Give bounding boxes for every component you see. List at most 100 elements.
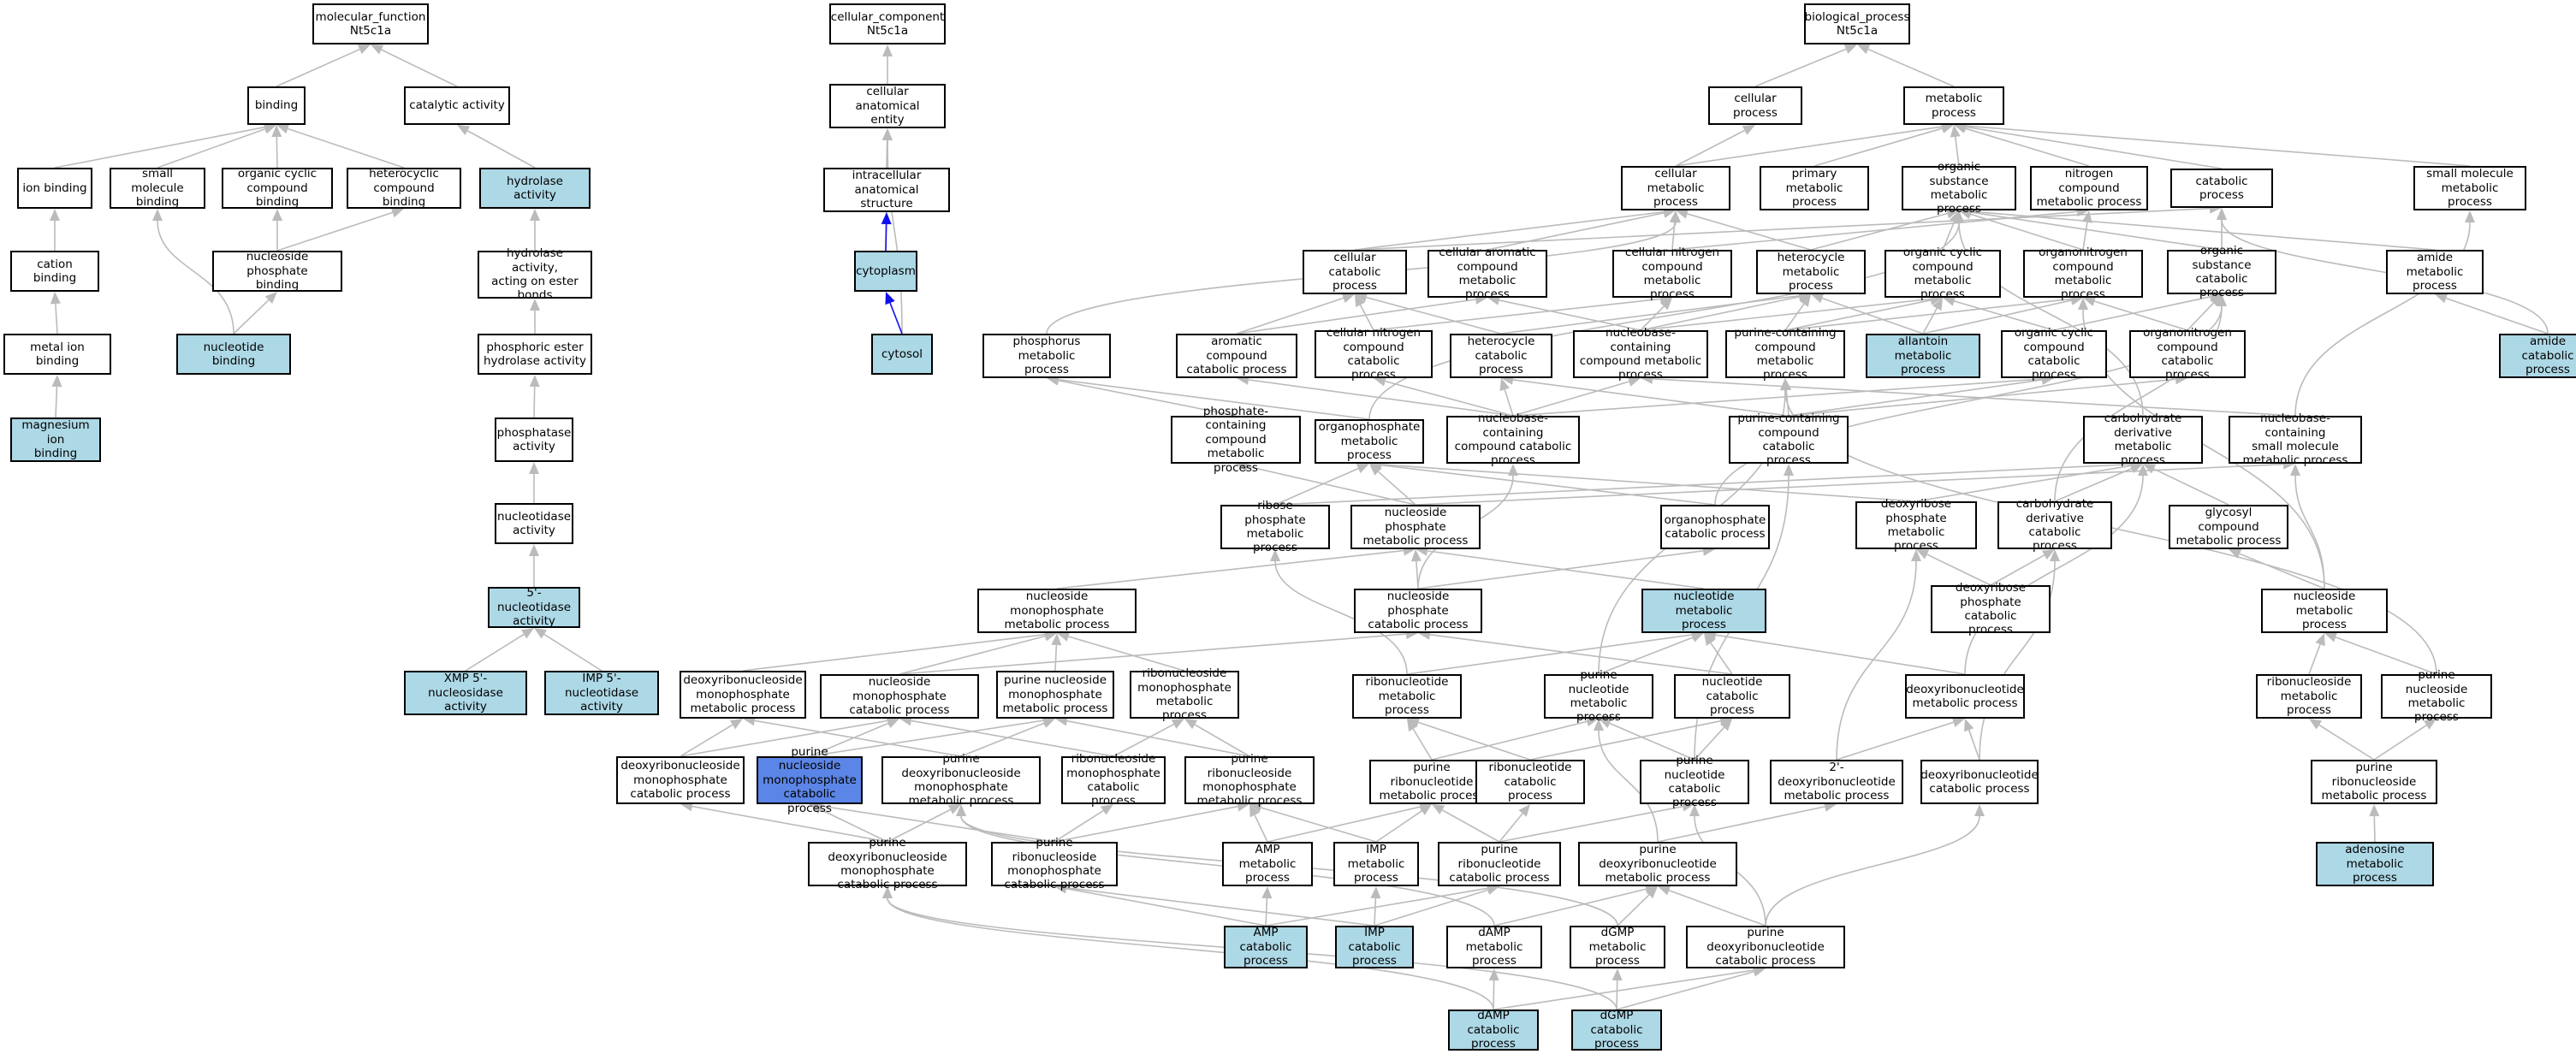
node-nucleoside-monophosphate-catabolic-process[interactable]: nucleoside monophosphate catabolic proce… [820, 674, 979, 719]
node-glycosyl-compound-metabolic-process[interactable]: glycosyl compound metabolic process [2169, 505, 2288, 549]
node-catalytic-activity[interactable]: catalytic activity [404, 86, 510, 125]
node-nucleobase-containing-small-molecule-metabolic-process[interactable]: nucleobase-containing small molecule met… [2229, 412, 2362, 467]
node-cellular-nitrogen-compound-catabolic-process[interactable]: cellular nitrogen compound catabolic pro… [1315, 326, 1433, 382]
node-ribonucleoside-monophosphate-metabolic-process[interactable]: ribonucleoside monophosphate metabolic p… [1130, 666, 1239, 722]
node-small-molecule-binding[interactable]: small molecule binding [110, 167, 205, 209]
node-magnesium-ion-binding[interactable]: magnesium ion binding [10, 417, 101, 462]
node-cellular-metabolic-process[interactable]: cellular metabolic process [1621, 166, 1730, 210]
node-phosphate-containing-compound-metabolic-process[interactable]: phosphate-containing compound metabolic … [1171, 405, 1301, 475]
node-cellular-nitrogen-compound-metabolic-process[interactable]: cellular nitrogen compound metabolic pro… [1612, 246, 1732, 301]
node-ribonucleoside-monophosphate-catabolic-process[interactable]: ribonucleoside monophosphate catabolic p… [1061, 752, 1166, 808]
node-cation-binding[interactable]: cation binding [10, 251, 99, 292]
node-purine-nucleoside-monophosphate-metabolic-process[interactable]: purine nucleoside monophosphate metaboli… [996, 671, 1114, 719]
node-aromatic-compound-catabolic-process[interactable]: aromatic compound catabolic process [1176, 334, 1297, 378]
node-metabolic-process[interactable]: metabolic process [1903, 86, 2004, 125]
node-carbohydrate-derivative-catabolic-process[interactable]: carbohydrate derivative catabolic proces… [1997, 497, 2112, 553]
node-purine-containing-compound-metabolic-process[interactable]: purine-containing compound metabolic pro… [1725, 326, 1845, 382]
node-imp-5-nucleotidase-activity[interactable]: IMP 5'-nucleotidase activity [544, 671, 659, 715]
node-amide-catabolic-process[interactable]: amide catabolic process [2499, 334, 2576, 378]
node-imp-metabolic-process[interactable]: IMP metabolic process [1333, 842, 1419, 886]
node-organic-substance-catabolic-process[interactable]: organic substance catabolic process [2167, 244, 2276, 299]
node-ribonucleoside-metabolic-process[interactable]: ribonucleoside metabolic process [2256, 674, 2362, 719]
node-phosphatase-activity[interactable]: phosphatase activity [495, 417, 573, 462]
node-organic-substance-metabolic-process[interactable]: organic substance metabolic process [1902, 160, 2016, 216]
node-deoxyribonucleoside-monophosphate-catabolic-process[interactable]: deoxyribonucleoside monophosphate catabo… [616, 756, 745, 804]
node-cytoplasm[interactable]: cytoplasm [854, 251, 917, 292]
node-nucleoside-phosphate-binding[interactable]: nucleoside phosphate binding [212, 250, 342, 292]
node-cytosol[interactable]: cytosol [871, 334, 933, 375]
node-deoxyribonucleotide-metabolic-process[interactable]: deoxyribonucleotide metabolic process [1905, 674, 2025, 719]
node-adenosine-metabolic-process[interactable]: adenosine metabolic process [2316, 842, 2434, 886]
node-purine-nucleotide-catabolic-process[interactable]: purine nucleotide catabolic process [1640, 754, 1749, 809]
node-nucleobase-containing-compound-catabolic-process[interactable]: nucleobase-containing compound catabolic… [1446, 412, 1580, 467]
node-organic-cyclic-compound-metabolic-process[interactable]: organic cyclic compound metabolic proces… [1885, 246, 2001, 301]
node-deoxyribonucleotide-catabolic-process[interactable]: deoxyribonucleotide catabolic process [1920, 760, 2039, 804]
node-purine-ribonucleotide-catabolic-process[interactable]: purine ribonucleotide catabolic process [1438, 842, 1561, 886]
node-imp-catabolic-process[interactable]: IMP catabolic process [1335, 926, 1414, 968]
node-purine-nucleotide-metabolic-process[interactable]: purine nucleotide metabolic process [1544, 668, 1653, 724]
node-organophosphate-metabolic-process[interactable]: organophosphate metabolic process [1315, 419, 1424, 464]
node-cellular-process[interactable]: cellular process [1708, 86, 1802, 125]
node-xmp-5-nucleosidase-activity[interactable]: XMP 5'-nucleosidase activity [404, 671, 527, 715]
node-ribonucleotide-metabolic-process[interactable]: ribonucleotide metabolic process [1352, 674, 1462, 719]
node-nucleobase-containing-compound-metabolic-process[interactable]: nucleobase-containing compound metabolic… [1573, 326, 1708, 382]
node-nucleoside-phosphate-metabolic-process[interactable]: nucleoside phosphate metabolic process [1350, 505, 1481, 549]
node-amp-catabolic-process[interactable]: AMP catabolic process [1224, 926, 1308, 968]
node-nucleoside-monophosphate-metabolic-process[interactable]: nucleoside monophosphate metabolic proce… [977, 589, 1137, 633]
node-2-deoxyribonucleotide-metabolic-process[interactable]: 2'-deoxyribonucleotide metabolic process [1770, 760, 1903, 804]
node-metal-ion-binding[interactable]: metal ion binding [3, 334, 111, 375]
node-deoxyribose-phosphate-catabolic-process[interactable]: deoxyribose phosphate catabolic process [1931, 581, 2051, 637]
node-purine-nucleoside-monophosphate-catabolic-process[interactable]: purine nucleoside monophosphate cataboli… [757, 745, 863, 815]
node-purine-ribonucleoside-metabolic-process[interactable]: purine ribonucleoside metabolic process [2311, 760, 2437, 804]
node-nucleotide-binding[interactable]: nucleotide binding [176, 334, 291, 375]
node-purine-ribonucleotide-metabolic-process[interactable]: purine ribonucleotide metabolic process [1369, 760, 1494, 804]
node-phosphorus-metabolic-process[interactable]: phosphorus metabolic process [982, 334, 1111, 378]
node-dgmp-catabolic-process[interactable]: dGMP catabolic process [1571, 1009, 1662, 1051]
node-biological-process-root[interactable]: biological_process Nt5c1a [1804, 3, 1910, 44]
node-organophosphate-catabolic-process[interactable]: organophosphate catabolic process [1660, 505, 1770, 549]
node-purine-ribonucleoside-monophosphate-catabolic-process[interactable]: purine ribonucleoside monophosphate cata… [991, 836, 1118, 891]
node-small-molecule-metabolic-process[interactable]: small molecule metabolic process [2413, 166, 2526, 210]
node-ribose-phosphate-metabolic-process[interactable]: ribose phosphate metabolic process [1220, 499, 1330, 554]
node-phosphoric-ester-hydrolase[interactable]: phosphoric ester hydrolase activity [478, 334, 592, 375]
node-cellular-anatomical-entity[interactable]: cellular anatomical entity [829, 84, 946, 128]
node-ribonucleotide-catabolic-process[interactable]: ribonucleotide catabolic process [1475, 760, 1585, 804]
node-molecular-function-root[interactable]: molecular_function Nt5c1a [312, 3, 429, 44]
node-cellular-catabolic-process[interactable]: cellular catabolic process [1303, 250, 1407, 294]
node-nucleotidase-activity[interactable]: nucleotidase activity [495, 503, 573, 544]
node-catabolic-process[interactable]: catabolic process [2170, 169, 2273, 208]
node-dgmp-metabolic-process[interactable]: dGMP metabolic process [1570, 926, 1665, 968]
node-ion-binding[interactable]: ion binding [17, 168, 92, 209]
node-nucleotide-catabolic-process[interactable]: nucleotide catabolic process [1674, 674, 1790, 719]
node-deoxyribose-phosphate-metabolic-process[interactable]: deoxyribose phosphate metabolic process [1855, 497, 1977, 553]
node-amide-metabolic-process[interactable]: amide metabolic process [2386, 250, 2484, 294]
node-nucleotide-metabolic-process[interactable]: nucleotide metabolic process [1641, 589, 1766, 633]
node-heterocycle-catabolic-process[interactable]: heterocycle catabolic process [1450, 334, 1552, 378]
node-heterocycle-metabolic-process[interactable]: heterocycle metabolic process [1756, 250, 1866, 294]
node-amp-metabolic-process[interactable]: AMP metabolic process [1222, 842, 1313, 886]
node-purine-containing-compound-catabolic-process[interactable]: purine-containing compound catabolic pro… [1729, 412, 1849, 467]
node-intracellular-anatomical-structure[interactable]: intracellular anatomical structure [823, 168, 950, 212]
node-purine-nucleoside-metabolic-process[interactable]: purine nucleoside metabolic process [2381, 668, 2492, 724]
node-organonitrogen-compound-catabolic-process[interactable]: organonitrogen compound catabolic proces… [2129, 326, 2246, 382]
node-5-nucleotidase-activity[interactable]: 5'-nucleotidase activity [488, 586, 580, 628]
node-damp-catabolic-process[interactable]: dAMP catabolic process [1448, 1009, 1539, 1051]
node-purine-deoxyribonucleoside-monophosphate-metabolic-process[interactable]: purine deoxyribonucleoside monophosphate… [881, 752, 1041, 808]
node-purine-deoxyribonucleotide-metabolic-process[interactable]: purine deoxyribonucleotide metabolic pro… [1578, 842, 1737, 886]
node-organonitrogen-compound-metabolic-process[interactable]: organonitrogen compound metabolic proces… [2023, 246, 2143, 301]
node-primary-metabolic-process[interactable]: primary metabolic process [1760, 166, 1869, 210]
node-cellular-aromatic-compound-metabolic-process[interactable]: cellular aromatic compound metabolic pro… [1427, 246, 1547, 301]
node-allantoin-metabolic-process[interactable]: allantoin metabolic process [1866, 334, 1980, 378]
node-nucleoside-metabolic-process[interactable]: nucleoside metabolic process [2261, 589, 2388, 633]
node-purine-ribonucleoside-monophosphate-metabolic-process[interactable]: purine ribonucleoside monophosphate meta… [1184, 752, 1315, 808]
node-hydrolase-activity[interactable]: hydrolase activity [479, 168, 591, 209]
node-heterocyclic-compound-binding[interactable]: heterocyclic compound binding [347, 167, 461, 209]
node-nucleoside-phosphate-catabolic-process[interactable]: nucleoside phosphate catabolic process [1354, 589, 1482, 633]
node-damp-metabolic-process[interactable]: dAMP metabolic process [1446, 926, 1542, 968]
node-carbohydrate-derivative-metabolic-process[interactable]: carbohydrate derivative metabolic proces… [2083, 412, 2203, 467]
node-purine-deoxyribonucleotide-catabolic-process[interactable]: purine deoxyribonucleotide catabolic pro… [1686, 926, 1845, 968]
node-organic-cyclic-compound-catabolic-process[interactable]: organic cyclic compound catabolic proces… [2001, 326, 2107, 382]
node-organic-cyclic-compound-binding[interactable]: organic cyclic compound binding [222, 167, 333, 209]
node-deoxyribonucleoside-monophosphate-metabolic-process[interactable]: deoxyribonucleoside monophosphate metabo… [680, 671, 806, 719]
node-binding[interactable]: binding [247, 86, 306, 125]
